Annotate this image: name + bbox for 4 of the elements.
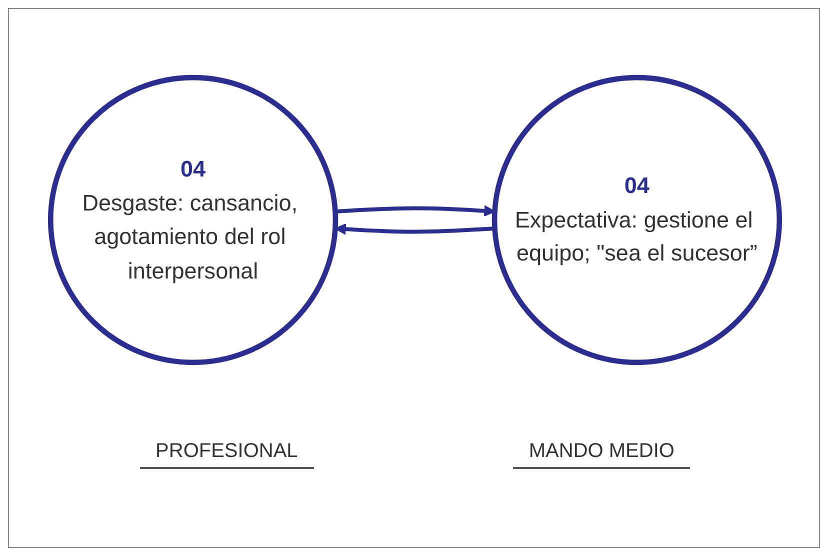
role-label: PROFESIONAL bbox=[140, 440, 314, 469]
role-label: MANDO MEDIO bbox=[512, 440, 690, 469]
node-circle: 04 Desgaste: cansancio, agotamiento del rol interpersonal bbox=[48, 74, 338, 366]
node-circle: 04 Expectativa: gestione el equipo; "sea el sucesor” bbox=[492, 74, 782, 366]
